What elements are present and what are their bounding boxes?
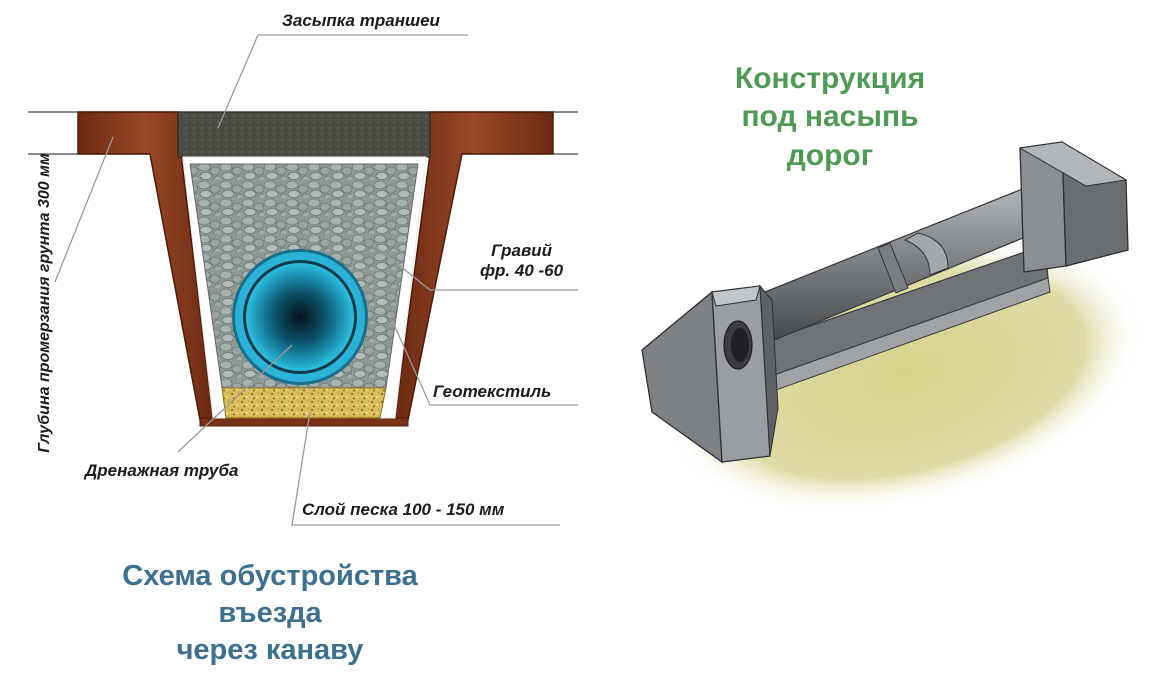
leader-geotextile bbox=[391, 319, 578, 406]
label-gravel: Гравий фр. 40 -60 bbox=[480, 241, 563, 282]
culvert-illustration bbox=[641, 140, 1145, 513]
caption-right: Конструкция под насыпь дорог bbox=[690, 60, 970, 175]
label-backfill: Засыпка траншеи bbox=[282, 11, 440, 30]
label-geotextile: Геотекстиль bbox=[433, 382, 552, 401]
soil-wall-right bbox=[394, 111, 554, 421]
caption-left-line2: въезда bbox=[218, 597, 322, 630]
pipe-cross-section-icon bbox=[232, 249, 368, 385]
label-gravel-line1: Гравий bbox=[491, 241, 552, 260]
leader-backfill-diag bbox=[217, 34, 259, 129]
leader-lines bbox=[54, 34, 578, 526]
caption-left-line1: Схема обустройства bbox=[122, 560, 418, 592]
caption-right-line3: дорог bbox=[786, 138, 874, 172]
caption-right-line2: под насыпь bbox=[741, 100, 919, 134]
trench-diagram bbox=[28, 34, 578, 526]
soil-bottom bbox=[199, 417, 409, 427]
caption-left: Схема обустройства въезда через канаву bbox=[70, 558, 470, 669]
leader-sand bbox=[291, 411, 560, 526]
label-sand-layer: Слой песка 100 - 150 мм bbox=[302, 500, 505, 519]
label-gravel-line2: фр. 40 -60 bbox=[480, 261, 564, 281]
sand-layer bbox=[221, 387, 387, 419]
caption-right-line1: Конструкция bbox=[734, 62, 926, 95]
caption-left-line3: через канаву bbox=[176, 634, 364, 667]
leader-drain-pipe bbox=[177, 344, 293, 453]
culvert-pipe-icon bbox=[641, 140, 1129, 464]
backfill-layer bbox=[177, 111, 431, 158]
label-freeze-depth-text: Глубина промерзания грунта 300 мм bbox=[36, 153, 53, 453]
leader-freeze bbox=[54, 136, 114, 283]
leader-gravel bbox=[354, 229, 578, 291]
label-drain-pipe: Дренажная труба bbox=[85, 461, 239, 480]
